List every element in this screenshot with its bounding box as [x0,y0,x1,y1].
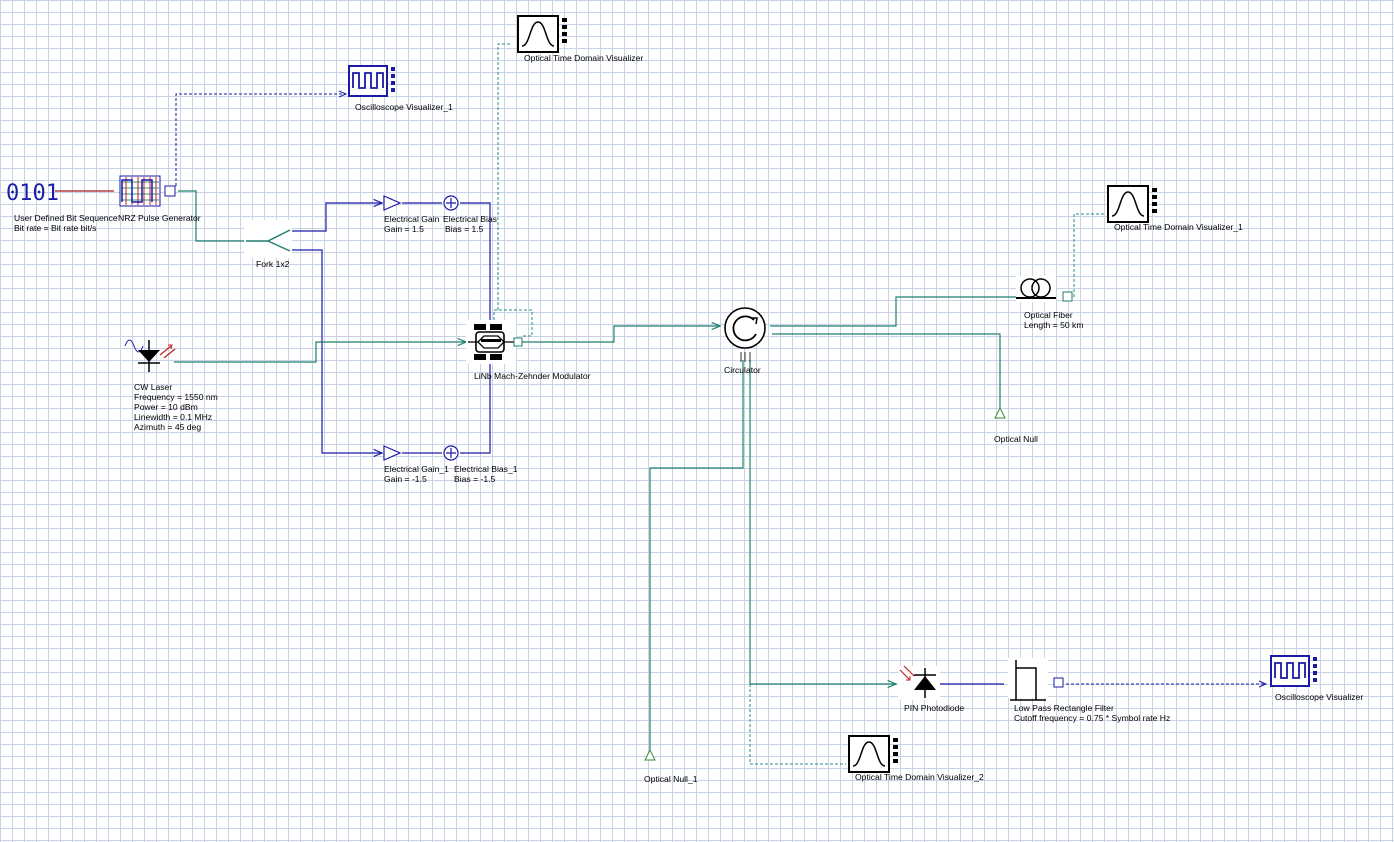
otdv1-label: Optical Time Domain Visualizer_1 [1114,222,1243,232]
laser-param: Azimuth = 45 deg [134,422,201,432]
gain-label: Electrical Gain [384,214,440,224]
fiber-spool-icon [1016,276,1073,302]
circulator-icon [724,307,766,362]
otdv-label: Optical Time Domain Visualizer [524,53,643,63]
oscilloscope-visualizer[interactable]: Oscilloscope Visualizer [1270,655,1363,702]
otdv-icon [517,15,567,53]
adder-icon [443,195,459,211]
pin-label: PIN Photodiode [904,703,964,713]
fork-1x2[interactable]: Fork 1x2 [244,220,292,269]
bit-sequence-icon: 0101 [6,181,59,206]
wire-circ-pin[interactable] [749,360,896,684]
oscilloscope-visualizer-1[interactable]: Oscilloscope Visualizer_1 [348,65,453,112]
wire-bias1-mzm[interactable] [460,360,491,454]
optical-null[interactable]: Optical Null [994,406,1038,444]
lpf-param: Cutoff frequency = 0.75 * Symbol rate Hz [1014,713,1170,723]
fiber-param: Length = 50 km [1024,320,1083,330]
ground-icon [644,748,656,761]
electrical-bias[interactable]: Electrical Bias Bias = 1.5 [443,195,497,234]
bias1-param: Bias = -1.5 [454,474,496,484]
mach-zehnder-modulator[interactable]: LiNb Mach-Zehnder Modulator [466,320,591,381]
monitor-wires [175,43,1266,765]
wire-fiber-otdv1[interactable] [1073,213,1106,297]
amplifier-icon [383,445,402,461]
wire-circ-otdv2[interactable] [749,684,846,765]
optical-time-domain-visualizer[interactable]: Optical Time Domain Visualizer [517,15,643,63]
photodiode-icon [898,665,940,700]
fiber-label: Optical Fiber [1024,310,1073,320]
nrz-pulse-generator[interactable]: NRZ Pulse Generator [118,175,201,223]
gain-param: Gain = 1.5 [384,224,424,234]
low-pass-rectangle-filter[interactable]: Low Pass Rectangle Filter Cutoff frequen… [1008,658,1170,723]
cw-laser[interactable]: CW Laser Frequency = 1550 nm Power = 10 … [124,339,218,432]
otdv-icon [848,735,898,773]
filter-icon [1008,658,1064,701]
wires [55,190,1016,750]
optical-time-domain-visualizer-1[interactable]: Optical Time Domain Visualizer_1 [1107,185,1243,232]
wire-mzm-otdv[interactable] [493,43,533,337]
laser-param: Frequency = 1550 nm [134,392,218,402]
laser-param: Power = 10 dBm [134,402,198,412]
gain1-label: Electrical Gain_1 [384,464,449,474]
bit-sequence-generator[interactable]: 0101 User Defined Bit Sequence Bit rate … [6,181,118,233]
optical-time-domain-visualizer-2[interactable]: Optical Time Domain Visualizer_2 [848,735,984,782]
osc1-label: Oscilloscope Visualizer_1 [355,102,453,112]
wire-fork-gain[interactable] [292,203,382,232]
bit-sequence-label: User Defined Bit Sequence [14,213,118,223]
nrz-pulse-icon [119,175,176,207]
otdv2-label: Optical Time Domain Visualizer_2 [855,772,984,782]
adder-icon [443,445,459,461]
wire-nrz-fork[interactable] [178,190,246,242]
laser-diode-icon [124,339,176,372]
bias1-label: Electrical Bias_1 [454,464,518,474]
fork-icon [244,220,292,258]
laser-param: Linewidth = 0.1 MHz [134,412,212,422]
ground-icon [994,406,1006,419]
bias-param: Bias = 1.5 [445,224,484,234]
amplifier-icon [383,195,402,211]
onull1-label: Optical Null_1 [644,774,698,784]
optical-fiber[interactable]: Optical Fiber Length = 50 km [1016,276,1083,330]
circulator-label: Circulator [724,365,761,375]
laser-label: CW Laser [134,382,172,392]
electrical-gain-1[interactable]: Electrical Gain_1 Gain = -1.5 [383,445,449,484]
wire-bias-mzm[interactable] [460,202,491,320]
electrical-gain[interactable]: Electrical Gain Gain = 1.5 [383,195,440,234]
osc-label: Oscilloscope Visualizer [1275,692,1363,702]
wire-laser-mzm[interactable] [174,342,466,363]
modulator-icon [466,320,523,364]
wire-onull-circ[interactable] [772,333,1001,408]
oscilloscope-icon [348,65,395,97]
wire-mzm-circ[interactable] [522,326,720,343]
wire-fork-gain1[interactable] [292,249,382,453]
wire-nrz-osc1[interactable] [175,94,346,186]
electrical-bias-1[interactable]: Electrical Bias_1 Bias = -1.5 [443,445,518,484]
wire-circ-fiber[interactable] [770,296,1016,327]
mzm-label: LiNb Mach-Zehnder Modulator [474,371,591,381]
lpf-label: Low Pass Rectangle Filter [1014,703,1114,713]
wire-circ-onull1[interactable] [649,360,744,750]
bit-sequence-param: Bit rate = Bit rate bit/s [14,223,96,233]
optical-null-1[interactable]: Optical Null_1 [644,748,698,784]
gain1-param: Gain = -1.5 [384,474,427,484]
onull-label: Optical Null [994,434,1038,444]
nrz-label: NRZ Pulse Generator [118,213,201,223]
optical-circulator[interactable]: Circulator [724,307,766,375]
otdv-icon [1107,185,1157,223]
oscilloscope-icon [1270,655,1317,687]
bias-label: Electrical Bias [443,214,497,224]
fork-label: Fork 1x2 [256,259,290,269]
pin-photodiode[interactable]: PIN Photodiode [898,665,964,713]
